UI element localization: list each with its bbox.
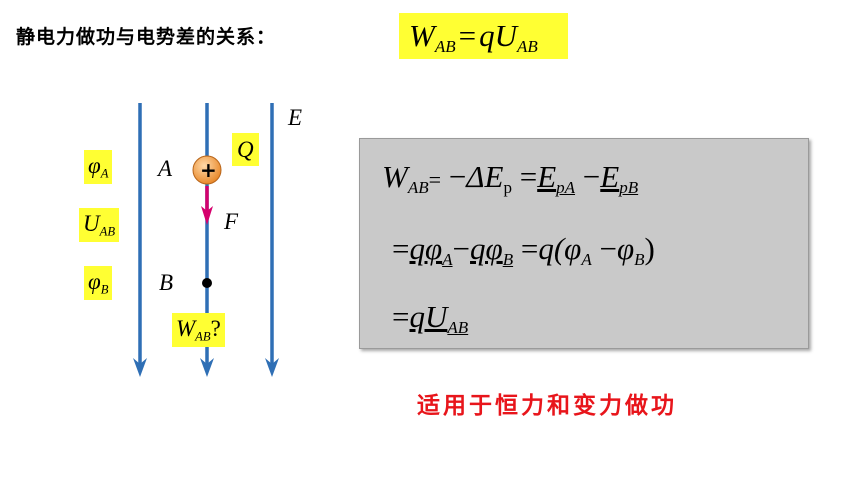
field-label-e: E — [288, 105, 303, 130]
derivation-line-3: =qUAB — [392, 299, 468, 338]
formula-u: U — [494, 18, 518, 53]
derivation-line-1: WAB= −ΔEp =EpA −EpB — [382, 159, 638, 198]
d1-minus: − — [448, 159, 467, 194]
field-line-left — [133, 103, 147, 377]
d2-t2: qφ — [470, 231, 503, 266]
d3-t1-sub: AB — [447, 317, 469, 337]
point-b-dot — [202, 278, 212, 288]
d1-delta-sub: p — [503, 177, 512, 197]
d3-eq: = — [392, 299, 410, 334]
phi-a-label: φA — [84, 150, 113, 185]
formula-u-sub: AB — [517, 36, 538, 56]
d2-eq: = — [392, 231, 410, 266]
phi-b-main: φ — [88, 269, 101, 294]
phi-a-sub: A — [100, 166, 109, 181]
title-formula: WAB=qUAB — [399, 13, 568, 59]
d1-minus2: − — [582, 159, 601, 194]
phi-b-sub: B — [100, 282, 109, 297]
d1-eq1: = — [428, 167, 442, 192]
charge-sign: + — [200, 158, 217, 182]
d1-delta: ΔE — [466, 159, 504, 194]
derivation-line-2: =qφA−qφB =q(φA −φB) — [392, 231, 655, 270]
d1-e2-sub: pB — [619, 177, 639, 197]
point-a-label: A — [158, 156, 173, 181]
d1-eq2: = — [519, 159, 538, 194]
phi-a-main: φ — [88, 153, 101, 178]
d2-close: ) — [644, 231, 655, 266]
d1-e1-sub: pA — [556, 177, 576, 197]
formula-w-sub: AB — [434, 36, 456, 56]
page-title: 静电力做功与电势差的关系： — [16, 26, 277, 48]
formula-q: q — [479, 18, 495, 53]
d1-e1: E — [537, 159, 557, 194]
u-ab-sub: AB — [99, 224, 116, 239]
point-b-label: B — [159, 270, 174, 295]
u-ab-main: U — [83, 211, 100, 236]
field-line-right — [265, 103, 279, 377]
phi-b-label: φB — [84, 266, 113, 301]
work-q-main: W — [176, 316, 196, 341]
work-q-sub: AB — [195, 329, 211, 344]
formula-eq: = — [458, 18, 477, 53]
d3-t1: qU — [409, 299, 448, 334]
d2-t3-sub: A — [581, 249, 592, 269]
formula-w: W — [409, 18, 435, 53]
d1-e2: E — [600, 159, 620, 194]
d2-t1: qφ — [409, 231, 443, 266]
work-question-label: WAB? — [172, 313, 225, 348]
d2-t4-sub: B — [634, 249, 645, 269]
d2-t3: q(φ — [538, 231, 582, 266]
d2-t1-sub: A — [442, 249, 453, 269]
applicability-note: 适用于恒力和变力做功 — [417, 393, 677, 419]
d1-w-sub: AB — [407, 177, 429, 197]
charge-label-q: Q — [232, 133, 259, 166]
derivation-box: WAB= −ΔEp =EpA −EpB =qφA−qφB =q(φA −φB) … — [359, 138, 809, 349]
d2-minus: − — [452, 231, 471, 266]
d2-minus2: − — [599, 231, 617, 266]
d1-w: W — [382, 159, 408, 194]
d2-t2-sub: B — [502, 249, 514, 269]
u-ab-label: UAB — [79, 208, 120, 243]
force-arrow — [201, 186, 213, 225]
d2-eq2: = — [520, 231, 539, 266]
work-q-suffix: ? — [210, 316, 221, 341]
force-label-f: F — [224, 209, 239, 234]
d2-t4: φ — [616, 231, 635, 266]
